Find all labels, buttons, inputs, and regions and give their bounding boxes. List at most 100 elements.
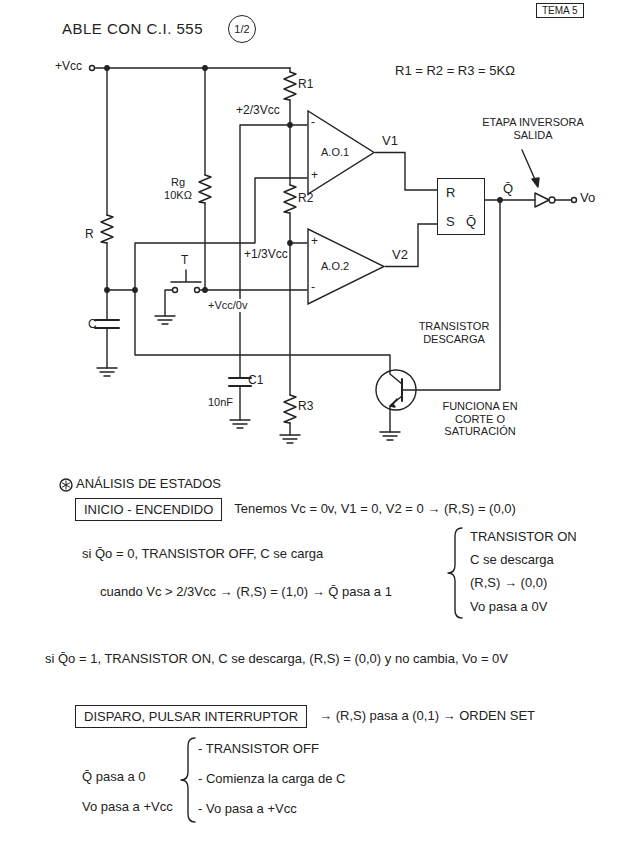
drawing-part [498, 198, 502, 202]
annotation-text: +Vcc/0v [207, 299, 248, 312]
drawing-part [95, 67, 291, 68]
flipflop-pin: Q̄ [466, 215, 476, 230]
drawing-part [535, 193, 549, 207]
drawing-part [165, 290, 205, 316]
drawing-part [572, 198, 577, 203]
ground-symbols [97, 316, 400, 443]
star-mark [60, 479, 72, 491]
drawing-part [195, 288, 200, 293]
comparator-opamp: A.O.1 [307, 110, 375, 195]
annotation-text: Vo [580, 191, 595, 206]
drawing-part [280, 435, 300, 443]
drawing-part [205, 68, 307, 290]
drawing-part [63, 481, 70, 489]
annotation-text: si Q̄o = 0, TRANSISTOR OFF, C se carga [82, 547, 323, 562]
drawing-part [133, 288, 137, 292]
opamp-triangle [308, 229, 384, 304]
annotation-text: Vo pasa a +Vcc [82, 800, 173, 815]
capacitor-symbols [95, 320, 251, 386]
comparator-opamp: A.O.2 [307, 228, 385, 305]
signal-wire [385, 224, 437, 267]
annotation-text: R1 = R2 = R3 = 5KΩ [395, 64, 515, 79]
annotation-text: (R,S) → (0,0) [470, 576, 547, 591]
annotation-text: Q̄ pasa a 0 [82, 770, 146, 785]
annotation-text: - Vo pasa a +Vcc [198, 802, 297, 817]
annotation-text: Vo pasa a 0V [470, 600, 547, 615]
opamp-name: A.O.2 [321, 260, 349, 273]
annotation-text: - Comienza la carga de C [198, 772, 345, 787]
drawing-part [390, 399, 397, 407]
annotation-text: 10nF [208, 396, 233, 409]
annotation-text: R3 [298, 400, 313, 414]
annotation-text: Tenemos Vc = 0v, V1 = 0, V2 = 0 → (R,S) … [234, 502, 516, 517]
drawing-part [230, 420, 250, 428]
drawing-part [380, 432, 400, 440]
circle-text: 1/2 [234, 23, 249, 35]
signal-name: V1 [382, 134, 398, 149]
annotation-text: +1/3Vcc [244, 248, 288, 262]
signal-wire [375, 153, 437, 191]
topic-box: TEMA 5 [536, 3, 584, 18]
flipflop-pin: R [446, 186, 455, 201]
drawing-part [203, 66, 207, 70]
drawing-part [284, 395, 296, 423]
braces [181, 528, 462, 822]
annotation-text: Rg 10KΩ [160, 176, 196, 201]
leader-arrow [522, 150, 539, 187]
annotation-text: R2 [298, 192, 313, 206]
drawing-part [106, 68, 107, 368]
annotation-text: +Vcc [55, 60, 82, 74]
rs-flipflop: RS Q̄ [437, 178, 485, 235]
drawing-part [288, 123, 292, 127]
drawing-part [376, 370, 416, 410]
annotation-text: FUNCIONA EN CORTE O SATURACIÓN [425, 400, 535, 438]
annotation-text: - [311, 281, 315, 295]
box-text: INICIO - ENCENDIDO [84, 502, 213, 517]
drawing-part [90, 66, 95, 71]
annotation-text: → (R,S) pasa a (0,1) → ORDEN SET [319, 709, 535, 724]
output-inverter [90, 66, 577, 208]
annotation-text: ETAPA INVERSORA SALIDA [478, 116, 588, 141]
signal-name: V2 [392, 248, 408, 263]
drawing-part [284, 185, 296, 213]
page-title: ABLE CON C.I. 555 [62, 20, 203, 37]
drawing-part [60, 479, 72, 491]
flipflop-pin: S [446, 215, 455, 230]
drawing-part [203, 288, 207, 292]
drawing-part [101, 215, 113, 243]
drawing-part [171, 270, 201, 282]
drawing-part [97, 368, 117, 376]
box-text: TEMA 5 [542, 5, 578, 16]
state-heading-box: INICIO - ENCENDIDO [75, 498, 222, 521]
drawing-part [105, 66, 109, 70]
drawing-part [107, 178, 402, 384]
drawing-part [288, 241, 292, 245]
annotation-text: R1 [298, 78, 313, 92]
drawing-part [181, 738, 195, 822]
annotation-text: ANÁLISIS DE ESTADOS [76, 477, 221, 492]
drawing-part [229, 378, 251, 386]
annotation-text: si Q̄o = 1, TRANSISTOR ON, C se descarga… [45, 652, 508, 667]
annotation-text: C1 [248, 374, 263, 388]
annotation-text: Q̄ [503, 182, 513, 197]
drawing-part [95, 320, 119, 328]
drawing-part [240, 125, 307, 420]
drawing-part [105, 288, 109, 292]
drawing-part [199, 175, 211, 203]
annotation-text: C se descarga [470, 553, 554, 568]
annotation-text: +2/3Vcc [236, 104, 280, 118]
switch-symbol [173, 288, 200, 293]
annotation-text: + [311, 169, 318, 183]
state-heading-box: DISPARO, PULSAR INTERRUPTOR [75, 705, 307, 728]
drawing-part [401, 379, 403, 401]
annotation-text: - [311, 116, 315, 130]
drawing-part [448, 528, 462, 618]
drawing-part [549, 197, 555, 203]
annotation-text: TRANSISTOR DESCARGA [412, 320, 496, 345]
drawing-part [155, 316, 175, 324]
drawing-part [173, 288, 178, 293]
drawing-part [532, 178, 539, 187]
drawing-part [284, 72, 296, 100]
drawing-part [402, 200, 500, 390]
